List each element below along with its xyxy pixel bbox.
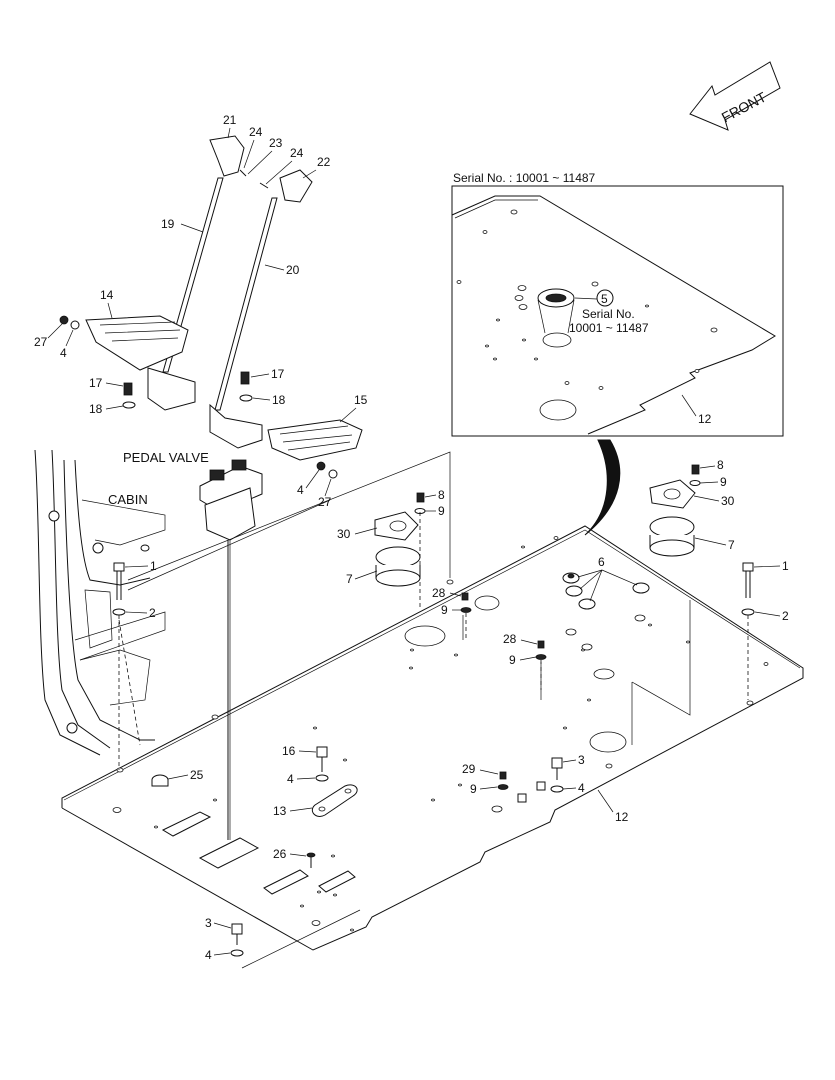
callout-26: 26 (273, 847, 287, 861)
callout-4-bottom: 4 (205, 948, 212, 962)
callout-9-lower: 9 (470, 782, 477, 796)
inset-note-line2: 10001 ~ 11487 (569, 321, 649, 335)
cabin-label: CABIN (108, 492, 148, 507)
inset-item-12: 12 (698, 412, 712, 426)
callout-28-top: 28 (432, 586, 446, 600)
callout-13: 13 (273, 804, 287, 818)
damper-left (374, 492, 426, 610)
inset-title: Serial No. : 10001 ~ 11487 (453, 171, 596, 185)
callout-1-left: 1 (150, 559, 157, 573)
grommet-part (537, 288, 575, 348)
serial-inset: Serial No. : 10001 ~ 11487 (451, 171, 784, 437)
plate-13 (311, 746, 358, 817)
callout-17-right: 17 (271, 367, 285, 381)
callout-4-left: 4 (60, 346, 67, 360)
inset-item-5: 5 (601, 292, 608, 306)
callout-28-bottom: 28 (503, 632, 517, 646)
bolt-3-bottom (230, 909, 361, 969)
callout-2-right: 2 (782, 609, 789, 623)
callout-6: 6 (598, 555, 605, 569)
callout-25: 25 (190, 768, 204, 782)
callout-4-right: 4 (297, 483, 304, 497)
callout-8-right: 8 (717, 458, 724, 472)
callout-20: 20 (286, 263, 300, 277)
inset-pointer-arrow (584, 439, 621, 536)
inset-holes (456, 209, 718, 390)
callout-7-left: 7 (346, 572, 353, 586)
callout-29: 29 (462, 762, 476, 776)
callout-3-right: 3 (578, 753, 585, 767)
callout-9-bottom: 9 (509, 653, 516, 667)
cap-25 (151, 774, 169, 787)
bolt-1-left (112, 562, 126, 770)
left-pedal-assembly (59, 135, 245, 411)
inset-note-line1: Serial No. (582, 307, 635, 321)
pedal-valve-part: PEDAL VALVE (123, 450, 263, 840)
leader-lines (118, 451, 542, 746)
callout-8-left: 8 (438, 488, 445, 502)
callout-3-bottom: 3 (205, 916, 212, 930)
callout-14: 14 (100, 288, 114, 302)
front-arrow-icon: FRONT (689, 61, 781, 131)
callout-22: 22 (317, 155, 331, 169)
callout-4-lower-right: 4 (578, 781, 585, 795)
callout-24-top: 24 (249, 125, 263, 139)
callout-23: 23 (269, 136, 283, 150)
callout-27-right: 27 (318, 495, 332, 509)
callout-9-left: 9 (438, 504, 445, 518)
callout-16: 16 (282, 744, 296, 758)
callout-12: 12 (615, 810, 629, 824)
callout-18-right: 18 (272, 393, 286, 407)
callout-17-left: 17 (89, 376, 103, 390)
callouts: 21 24 23 24 22 19 20 14 27 4 17 18 17 18… (34, 113, 789, 962)
callout-21: 21 (223, 113, 237, 127)
rubber-mounts-6 (562, 572, 650, 651)
callout-24-bottom: 24 (290, 146, 304, 160)
pedal-valve-label: PEDAL VALVE (123, 450, 209, 465)
bolts-29-3 (497, 757, 564, 803)
callout-9-mid: 9 (441, 603, 448, 617)
floor-holes (112, 536, 769, 932)
floor-plate (61, 525, 804, 951)
callout-15: 15 (354, 393, 368, 407)
callout-7-right: 7 (728, 538, 735, 552)
callout-19: 19 (161, 217, 175, 231)
bolt-1-right (741, 562, 755, 700)
callout-2-left: 2 (149, 606, 156, 620)
cabin-frame: CABIN (34, 449, 166, 756)
callout-4-mid: 4 (287, 772, 294, 786)
damper-right (649, 464, 701, 557)
callout-30-right: 30 (721, 494, 735, 508)
right-pedal-assembly (209, 169, 363, 479)
callout-9-right: 9 (720, 475, 727, 489)
bolt-26 (306, 852, 316, 868)
callout-27-left: 27 (34, 335, 48, 349)
callout-18-left: 18 (89, 402, 103, 416)
callout-1-right: 1 (782, 559, 789, 573)
callout-30-left: 30 (337, 527, 351, 541)
